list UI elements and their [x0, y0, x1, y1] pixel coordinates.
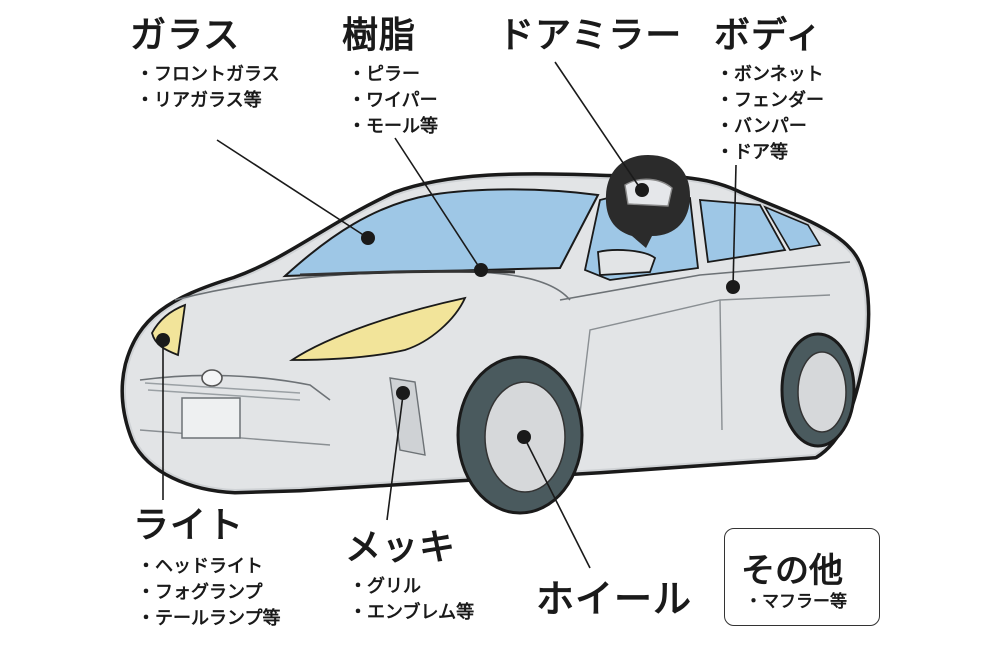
group-body-title: ボディ	[714, 15, 823, 56]
group-plating-items: グリル エンブレム等	[349, 574, 474, 626]
group-body-item: フェンダー	[716, 88, 824, 114]
group-glass-item: フロントガラス	[136, 62, 280, 88]
mirror-callout-bubble	[605, 155, 690, 248]
group-plating: メッキ グリル エンブレム等	[345, 530, 474, 626]
group-light-item: ヘッドライト	[137, 554, 280, 580]
group-other-items: マフラー等	[745, 587, 847, 612]
group-other-title: その他	[741, 551, 843, 591]
headlight-right	[288, 296, 467, 361]
group-light-item: テールランプ等	[137, 606, 280, 632]
group-resin-items: ピラー ワイパー モール等	[348, 62, 438, 140]
marker-plating	[396, 386, 410, 400]
group-wheel: ホイール	[536, 580, 692, 618]
marker-wheel	[517, 430, 531, 444]
group-light-item: フォグランプ	[137, 580, 280, 606]
group-other-item: マフラー等	[745, 587, 847, 612]
marker-body	[726, 280, 740, 294]
group-plating-title: メッキ	[345, 527, 457, 568]
group-light-title: ライト	[133, 505, 245, 546]
group-resin-item: ワイパー	[348, 88, 438, 114]
rear-wheel	[780, 332, 856, 448]
group-other: その他 マフラー等	[724, 528, 880, 626]
group-resin-item: ピラー	[348, 62, 438, 88]
group-mirror-title: ドアミラー	[498, 15, 683, 56]
group-body-items: ボンネット フェンダー バンパー ドア等	[716, 62, 824, 166]
group-body: ボディ ボンネット フェンダー バンパー ドア等	[714, 18, 824, 166]
group-body-item: ドア等	[716, 140, 824, 166]
door-mirror	[597, 249, 657, 276]
group-glass-item: リアガラス等	[136, 88, 280, 114]
group-light-items: ヘッドライト フォグランプ テールランプ等	[137, 554, 280, 632]
group-wheel-title: ホイール	[536, 577, 693, 621]
group-plating-item: グリル	[349, 574, 474, 600]
group-body-item: ボンネット	[716, 62, 824, 88]
marker-glass	[361, 231, 375, 245]
group-light: ライト ヘッドライト フォグランプ テールランプ等	[133, 508, 280, 632]
leader-lines	[162, 61, 737, 569]
group-resin: 樹脂 ピラー ワイパー モール等	[342, 18, 438, 140]
group-glass: ガラス フロントガラス リアガラス等	[130, 18, 280, 114]
group-body-item: バンパー	[716, 114, 824, 140]
group-resin-title: 樹脂	[342, 15, 417, 56]
group-glass-items: フロントガラス リアガラス等	[136, 62, 280, 114]
group-resin-item: モール等	[348, 114, 438, 140]
marker-mirror	[635, 183, 649, 197]
side-window-rear	[698, 199, 787, 264]
group-plating-item: エンブレム等	[349, 600, 474, 626]
group-mirror: ドアミラー	[498, 18, 682, 54]
marker-light	[156, 333, 170, 347]
group-glass-title: ガラス	[130, 15, 241, 56]
marker-resin	[474, 263, 488, 277]
markers	[156, 183, 740, 444]
